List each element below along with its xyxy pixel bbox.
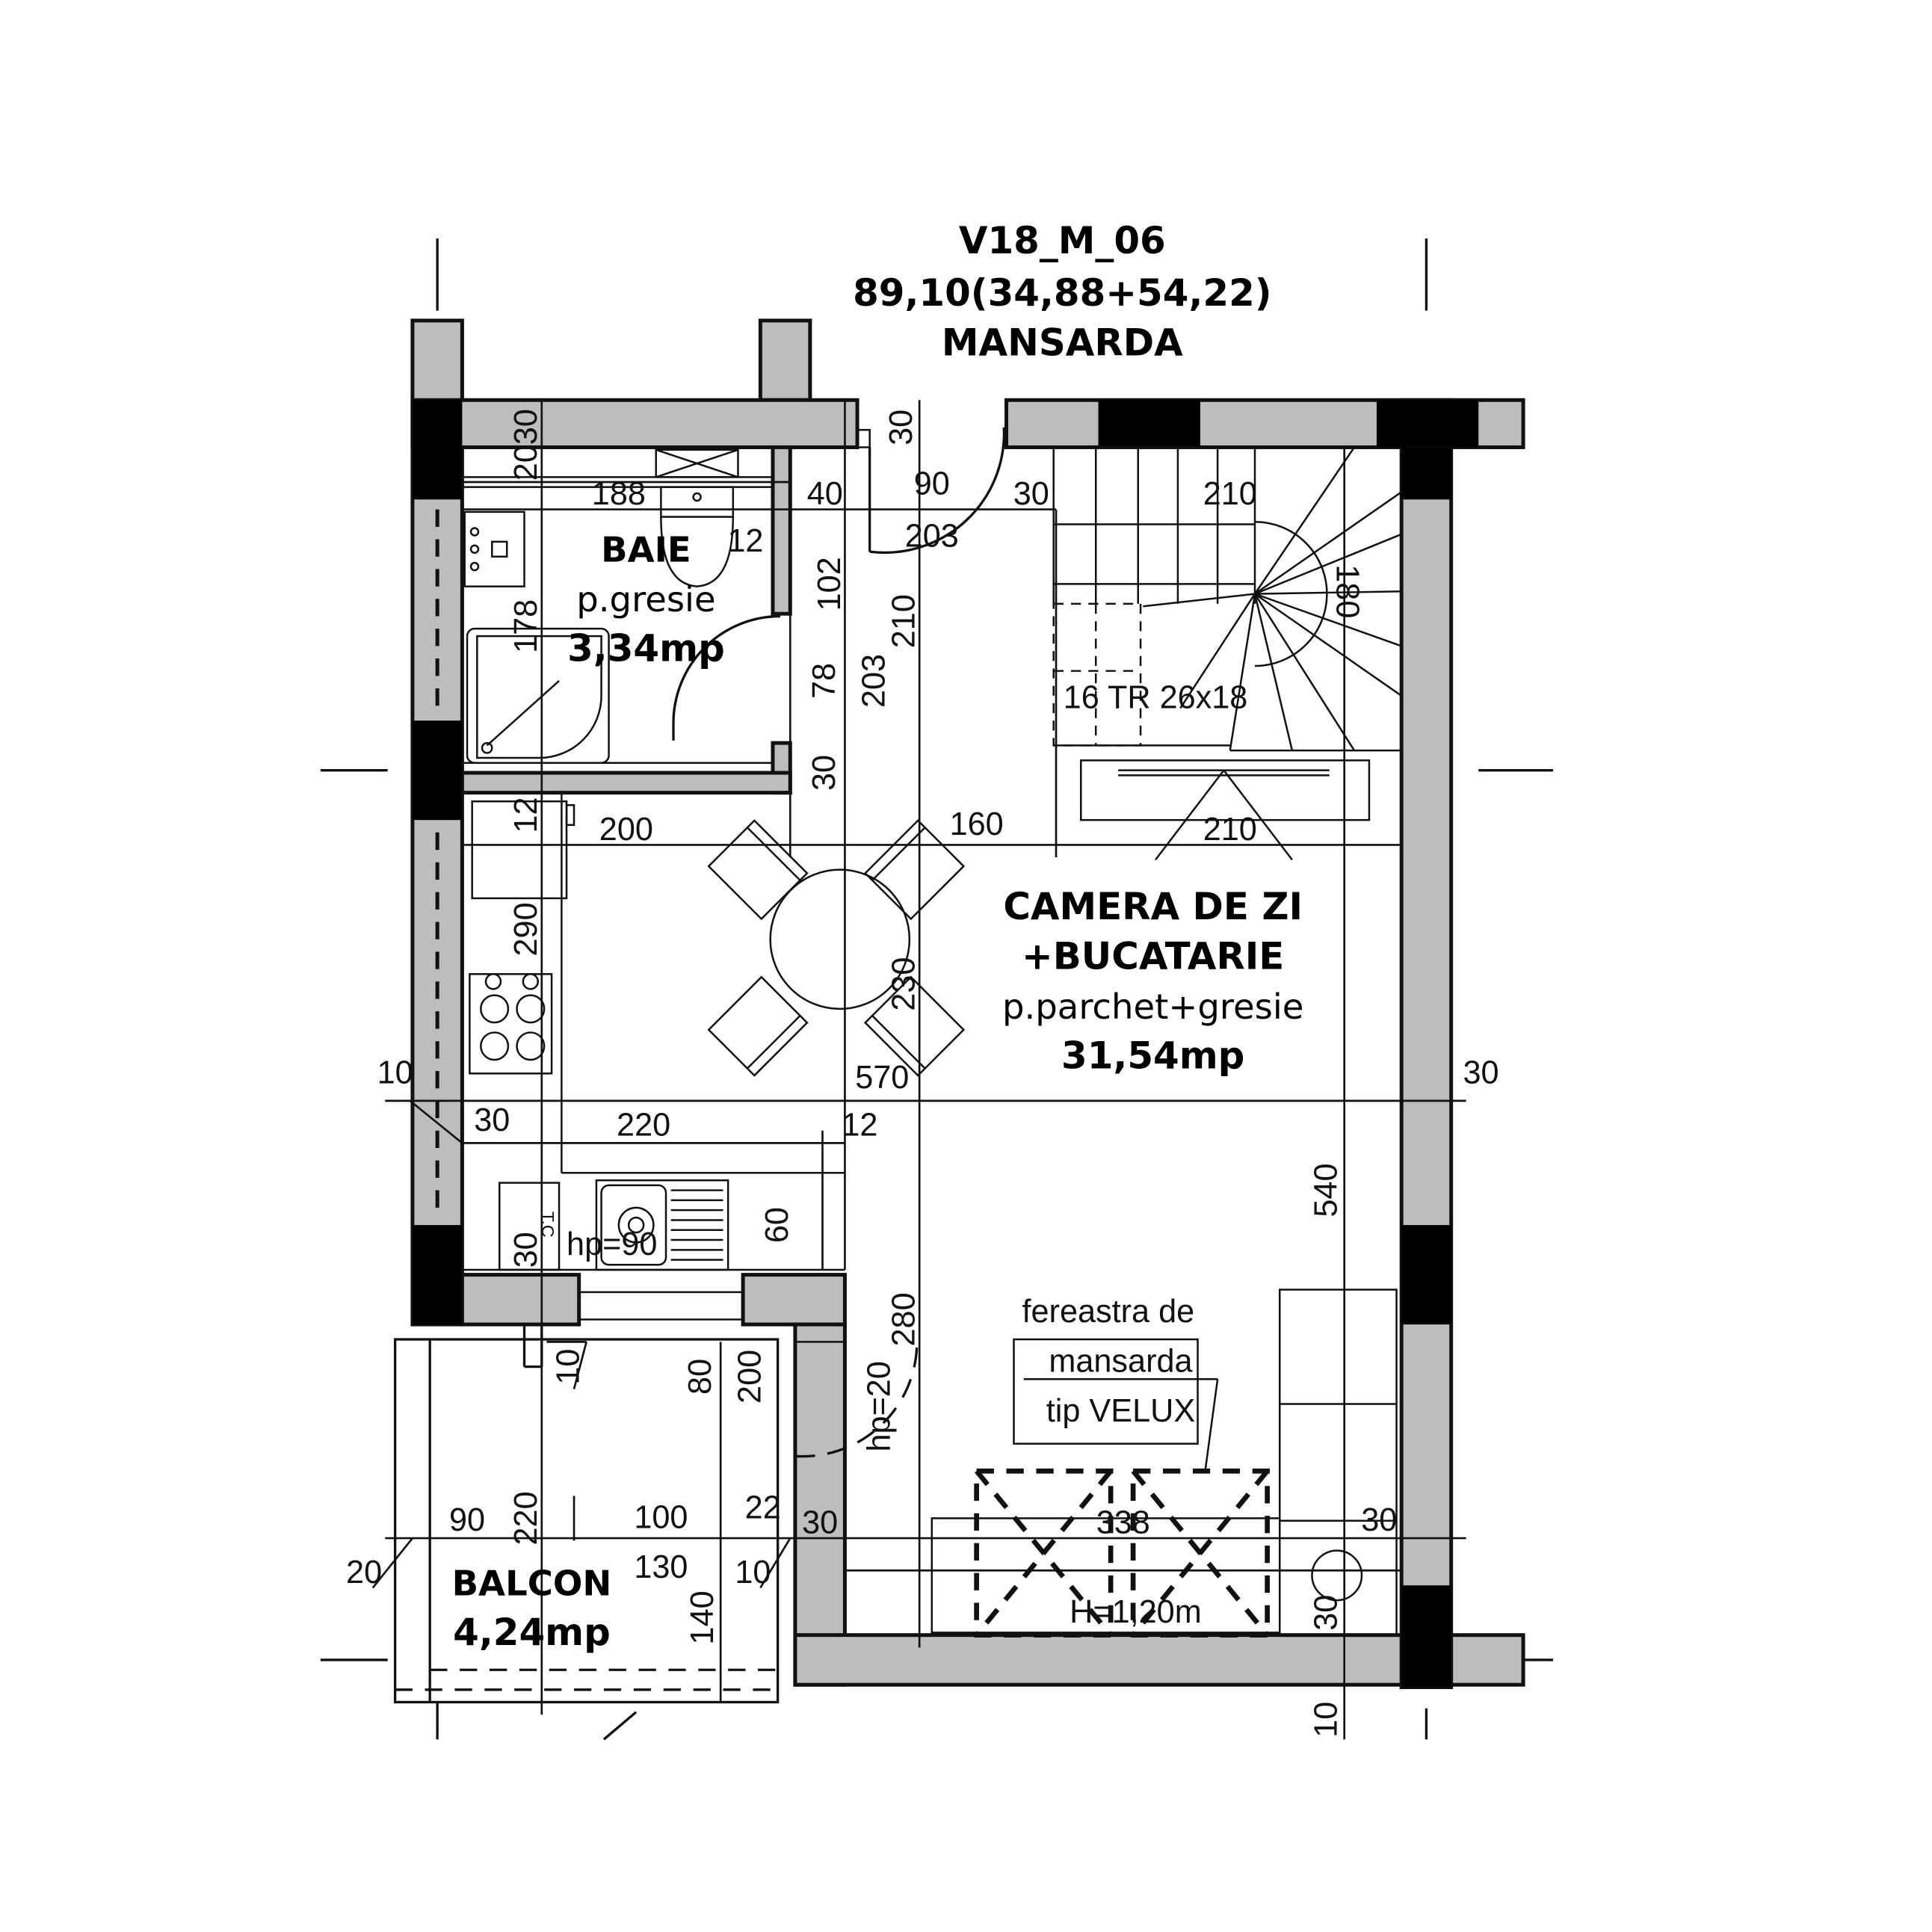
dim-178: 178 <box>508 599 544 653</box>
balcon-name: BALCON <box>452 1563 612 1603</box>
dim-180: 180 <box>1330 564 1365 618</box>
dim-10d: 10 <box>1309 1702 1345 1738</box>
dim-203a: 203 <box>905 518 959 554</box>
dim-30i: 30 <box>1309 1595 1345 1631</box>
dim-90a: 90 <box>914 466 950 502</box>
dim-140: 140 <box>685 1590 720 1644</box>
dim-30a: 30 <box>883 410 919 445</box>
velux-windows <box>930 1468 1281 1638</box>
dim-10b: 10 <box>551 1349 587 1385</box>
stair-label: 16 TR 26x18 <box>1064 680 1248 716</box>
velux-note-line3: tip VELUX <box>1046 1393 1195 1429</box>
dim-100: 100 <box>634 1500 688 1536</box>
dim-12b: 12 <box>508 797 544 833</box>
baie-area: 3,34mp <box>567 626 725 670</box>
hp20-label: hp=20 <box>861 1361 897 1451</box>
dim-80: 80 <box>682 1359 718 1395</box>
dim-20: 20 <box>346 1555 382 1590</box>
dimension-lines <box>371 400 1466 1740</box>
dim-203b: 203 <box>857 654 892 708</box>
dim-210c: 210 <box>1203 812 1257 848</box>
dim-22: 22 <box>745 1490 781 1525</box>
dim-30e: 30 <box>474 1102 510 1138</box>
dim-2030: 2030 <box>508 409 544 481</box>
dim-188: 188 <box>592 476 646 512</box>
dim-220b: 220 <box>508 1491 544 1545</box>
dim-200b: 200 <box>732 1350 768 1404</box>
dim-10a: 10 <box>377 1055 413 1091</box>
staircase <box>1052 446 1402 861</box>
dim-290: 290 <box>508 902 544 956</box>
dim-30d: 30 <box>1463 1055 1499 1091</box>
dim-210a: 210 <box>1203 476 1257 512</box>
entry-door <box>856 427 1006 555</box>
dim-10c: 10 <box>735 1555 771 1590</box>
dim-230: 230 <box>886 957 922 1011</box>
dim-130: 130 <box>634 1549 688 1585</box>
bathroom-fixtures <box>461 448 780 764</box>
dim-30h: 30 <box>1361 1502 1397 1538</box>
camera-name-1: CAMERA DE ZI <box>1003 885 1303 928</box>
dim-90b: 90 <box>449 1502 485 1538</box>
camera-area: 31,54mp <box>1061 1034 1244 1078</box>
dining-table <box>707 819 966 1077</box>
dim-12c: 12 <box>842 1107 877 1143</box>
dim-30g: 30 <box>802 1504 838 1540</box>
dim-280: 280 <box>886 1292 922 1346</box>
dim-30c: 30 <box>806 755 842 791</box>
velux-note-line1: fereastra de <box>1022 1294 1195 1330</box>
dim-78: 78 <box>806 663 842 699</box>
dim-540: 540 <box>1309 1164 1345 1217</box>
velux-height: H=1,20m <box>1070 1594 1202 1630</box>
baie-floor: p.gresie <box>576 579 715 620</box>
plan-area: 89,10(34,88+54,22) <box>853 271 1271 315</box>
baie-name: BAIE <box>601 529 691 570</box>
velux-note-frame <box>1013 1338 1219 1472</box>
dim-30f: 30 <box>508 1232 544 1268</box>
dim-102: 102 <box>812 557 848 611</box>
dim-338: 338 <box>1096 1504 1150 1540</box>
plan-level: MANSARDA <box>942 321 1183 364</box>
dim-160: 160 <box>950 806 1004 842</box>
dim-210b: 210 <box>886 594 922 648</box>
dim-30b: 30 <box>1013 476 1049 512</box>
dim-60: 60 <box>759 1207 795 1243</box>
hp90-label: hp=90 <box>567 1226 657 1262</box>
camera-floor: p.parchet+gresie <box>1002 987 1304 1027</box>
camera-name-2: +BUCATARIE <box>1022 935 1284 978</box>
plan-code: V18_M_06 <box>959 219 1166 262</box>
dim-12a: 12 <box>727 523 763 559</box>
dim-40: 40 <box>807 476 843 512</box>
balcon-area: 4,24mp <box>453 1611 611 1654</box>
walls <box>410 318 1525 1690</box>
wardrobe <box>1279 1288 1398 1636</box>
dim-220a: 220 <box>617 1107 670 1143</box>
pillars <box>412 400 1479 1688</box>
dim-570: 570 <box>855 1060 909 1096</box>
velux-note-line2: mansarda <box>1049 1343 1193 1379</box>
dim-200a: 200 <box>599 812 653 848</box>
kitchen-fixtures <box>462 792 845 1271</box>
